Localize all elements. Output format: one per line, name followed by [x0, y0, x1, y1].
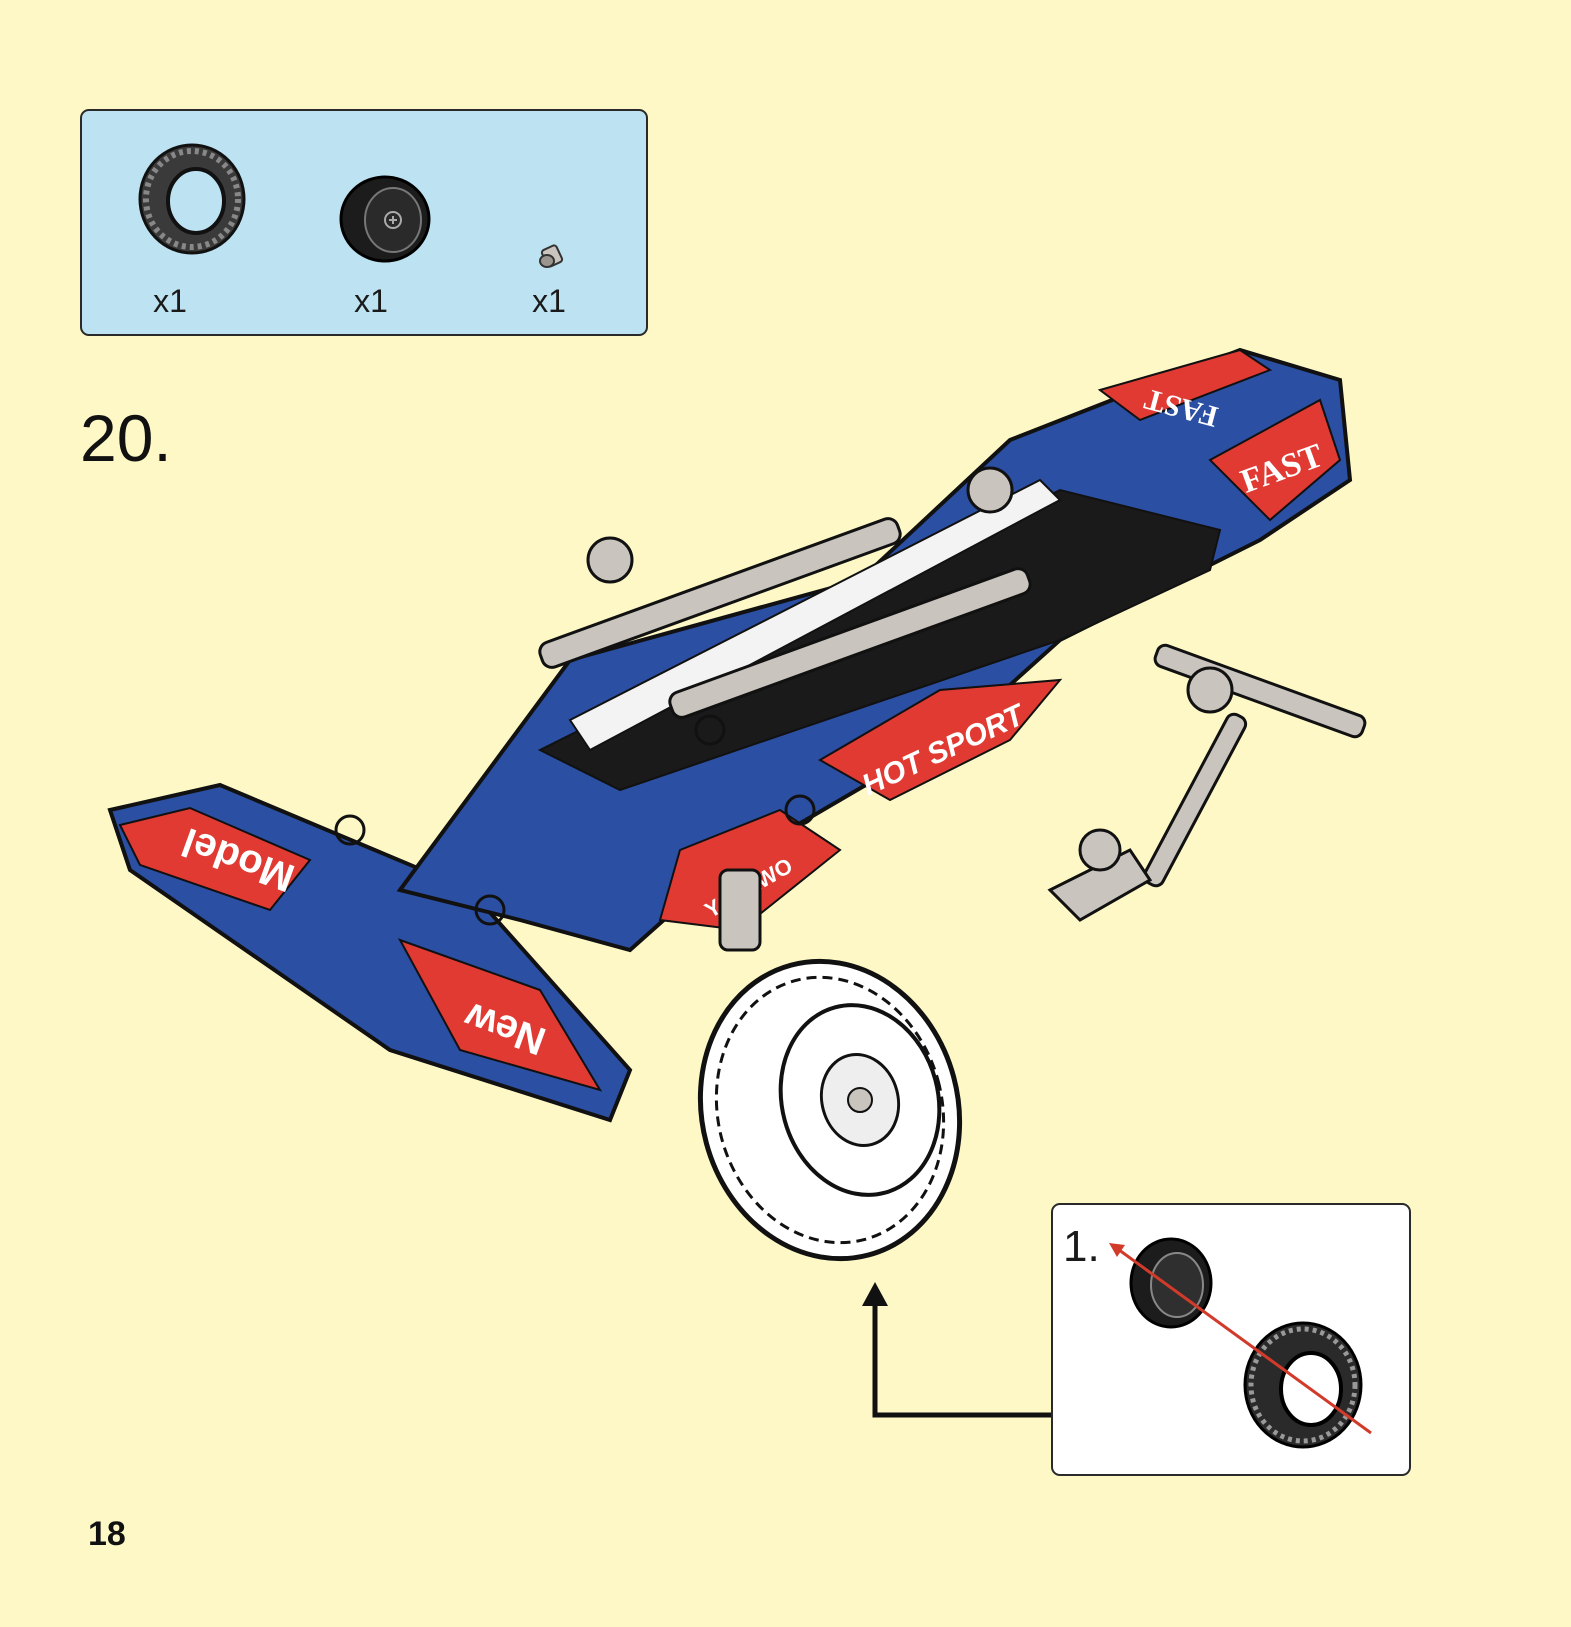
tire-qty: x1 — [153, 283, 187, 319]
assembly-direction-arrow — [1114, 1245, 1372, 1435]
wheel-hub-qty: x1 — [354, 283, 388, 319]
subassembly-box: 1. — [1051, 1203, 1411, 1476]
part-wheel-hub — [335, 174, 435, 264]
page-number: 18 — [88, 1515, 126, 1553]
pin-qty: x1 — [532, 283, 566, 319]
tire-icon — [138, 143, 246, 255]
step-number: 20. — [80, 401, 172, 475]
grey-connectors — [538, 466, 1367, 952]
wheel-assembly — [697, 958, 963, 1262]
subassembly-step-label: 1. — [1063, 1222, 1100, 1271]
part-tire — [132, 139, 252, 259]
race-car-model-illustration: Model New FAST FAST HOT SPORT YACAWO — [107, 347, 1367, 1262]
wheel-hub-icon — [339, 175, 431, 263]
part-pin — [534, 239, 574, 275]
parts-list-box: x1 x1 x1 — [80, 109, 648, 336]
wheel-hub-icon — [1129, 1237, 1213, 1329]
subassembly-diagram — [1109, 1237, 1372, 1449]
pin-icon — [539, 244, 564, 268]
